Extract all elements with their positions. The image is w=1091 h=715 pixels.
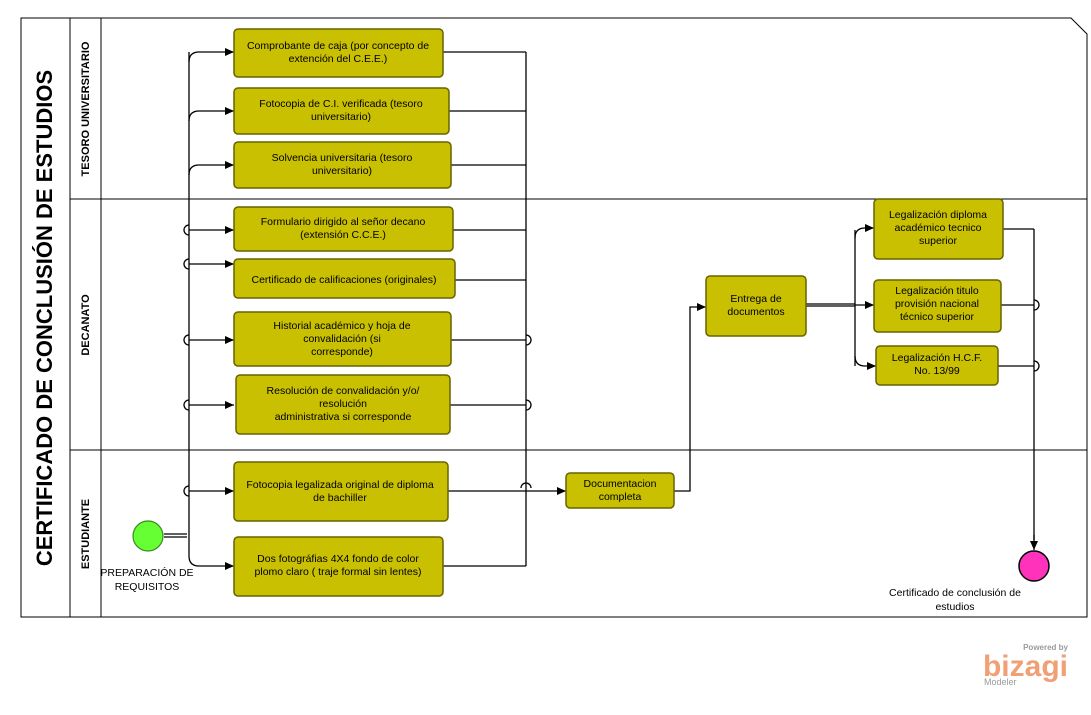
- task-t9-line-1: Dos fotográfias 4X4 fondo de color: [257, 553, 419, 565]
- brand-powered-text: Powered by: [1023, 643, 1068, 652]
- svg-text:Historial académico y hoja dec: Historial académico y hoja deconvalidaci…: [273, 320, 410, 358]
- task-t5[interactable]: Certificado de calificaciones (originale…: [233, 258, 456, 299]
- end-event[interactable]: Certificado de conclusión de estudios: [889, 550, 1050, 613]
- task-t8-line-2: de bachiller: [313, 492, 367, 504]
- svg-text:Fotocopia legalizada original: Fotocopia legalizada original de diploma…: [246, 479, 434, 504]
- task-t1-line-2: extención del C.E.E.): [289, 53, 388, 65]
- bizagi-logo: Powered by bizagi Modeler: [983, 643, 1069, 687]
- task-t4-line-1: Formulario dirigido al señor decano: [261, 216, 426, 228]
- sequence-flows: [164, 48, 1040, 570]
- task-t6-line-2: convalidación (si: [303, 333, 381, 345]
- task-t10-line-1: Documentacion: [584, 478, 657, 490]
- task-t7-line-1: Resolución de convalidación y/o/: [267, 385, 420, 397]
- task-t14-line-1: Legalización H.C.F.: [892, 352, 982, 364]
- task-t6-line-1: Historial académico y hoja de: [273, 320, 410, 332]
- lane-labels: TESORO UNIVERSITARIO DECANATO ESTUDIANTE: [80, 41, 92, 569]
- task-t13-line-1: Legalización titulo: [895, 285, 979, 297]
- task-t7-line-2: resolución: [319, 398, 367, 410]
- task-t13-line-3: técnico superior: [900, 311, 975, 323]
- task-t3-line-2: universitario): [312, 165, 372, 177]
- task-t5-line-1: Certificado de calificaciones (originale…: [251, 274, 436, 286]
- task-t6-line-3: corresponde): [311, 346, 373, 358]
- task-t11-line-2: documentos: [727, 306, 784, 318]
- start-event-label-2: REQUISITOS: [115, 581, 180, 593]
- task-t4-line-2: (extensión C.C.E.): [300, 229, 386, 241]
- task-t9-line-2: plomo claro ( traje formal sin lentes): [255, 566, 422, 578]
- task-t8[interactable]: Fotocopia legalizada original de diploma…: [233, 461, 449, 522]
- svg-text:Fotocopia de C.I. verificada (: Fotocopia de C.I. verificada (tesorouniv…: [259, 98, 423, 123]
- pool-title: CERTIFICADO DE CONCLUSIÓN DE ESTUDIOS: [32, 70, 57, 566]
- task-t10-line-2: completa: [599, 491, 642, 503]
- task-t7-line-3: administrativa si corresponde: [275, 411, 412, 423]
- lane-label-estudiante: ESTUDIANTE: [80, 499, 92, 569]
- task-t12-line-2: académico tecnico: [895, 222, 982, 234]
- svg-text:Solvencia universitaria (tesor: Solvencia universitaria (tesorouniversit…: [272, 152, 413, 177]
- task-t14[interactable]: Legalización H.C.F.No. 13/99: [875, 345, 999, 386]
- brand-name-text: bizagi: [983, 650, 1068, 683]
- task-t12-line-3: superior: [919, 235, 957, 247]
- lane-label-decanato: DECANATO: [80, 294, 92, 356]
- task-t8-line-1: Fotocopia legalizada original de diploma: [246, 479, 434, 491]
- lane-label-tesoro: TESORO UNIVERSITARIO: [80, 41, 92, 176]
- task-t4[interactable]: Formulario dirigido al señor decano(exte…: [233, 206, 454, 252]
- svg-text:Formulario dirigido al señor d: Formulario dirigido al señor decano(exte…: [261, 216, 426, 241]
- start-event-label-1: PREPARACIÓN DE: [100, 566, 193, 579]
- svg-text:Legalización H.C.F.No. 13/99: Legalización H.C.F.No. 13/99: [892, 352, 982, 377]
- task-t2-line-2: universitario): [311, 111, 371, 123]
- task-t2-line-1: Fotocopia de C.I. verificada (tesoro: [259, 98, 423, 110]
- task-t1-line-1: Comprobante de caja (por concepto de: [247, 40, 429, 52]
- end-event-label-1: Certificado de conclusión de: [889, 587, 1021, 599]
- task-t7[interactable]: Resolución de convalidación y/o/resoluci…: [235, 374, 451, 435]
- task-t3-line-1: Solvencia universitaria (tesoro: [272, 152, 413, 164]
- start-event[interactable]: PREPARACIÓN DE REQUISITOS: [100, 520, 194, 593]
- task-t12-line-1: Legalización diploma: [889, 209, 987, 221]
- brand-product-text: Modeler: [984, 677, 1017, 687]
- task-t13-line-2: provisión nacional: [895, 298, 979, 310]
- end-event-label-2: estudios: [935, 601, 974, 613]
- svg-text:Comprobante de caja (por conce: Comprobante de caja (por concepto deexte…: [247, 40, 429, 65]
- svg-text:Dos fotográfias 4X4 fondo de c: Dos fotográfias 4X4 fondo de colorplomo …: [255, 553, 422, 578]
- task-t14-line-2: No. 13/99: [914, 365, 960, 377]
- svg-text:Resolución de convalidación y/: Resolución de convalidación y/o/resoluci…: [267, 385, 420, 423]
- task-t11-line-1: Entrega de: [730, 293, 782, 305]
- svg-text:Certificado de calificaciones: Certificado de calificaciones (originale…: [251, 274, 436, 286]
